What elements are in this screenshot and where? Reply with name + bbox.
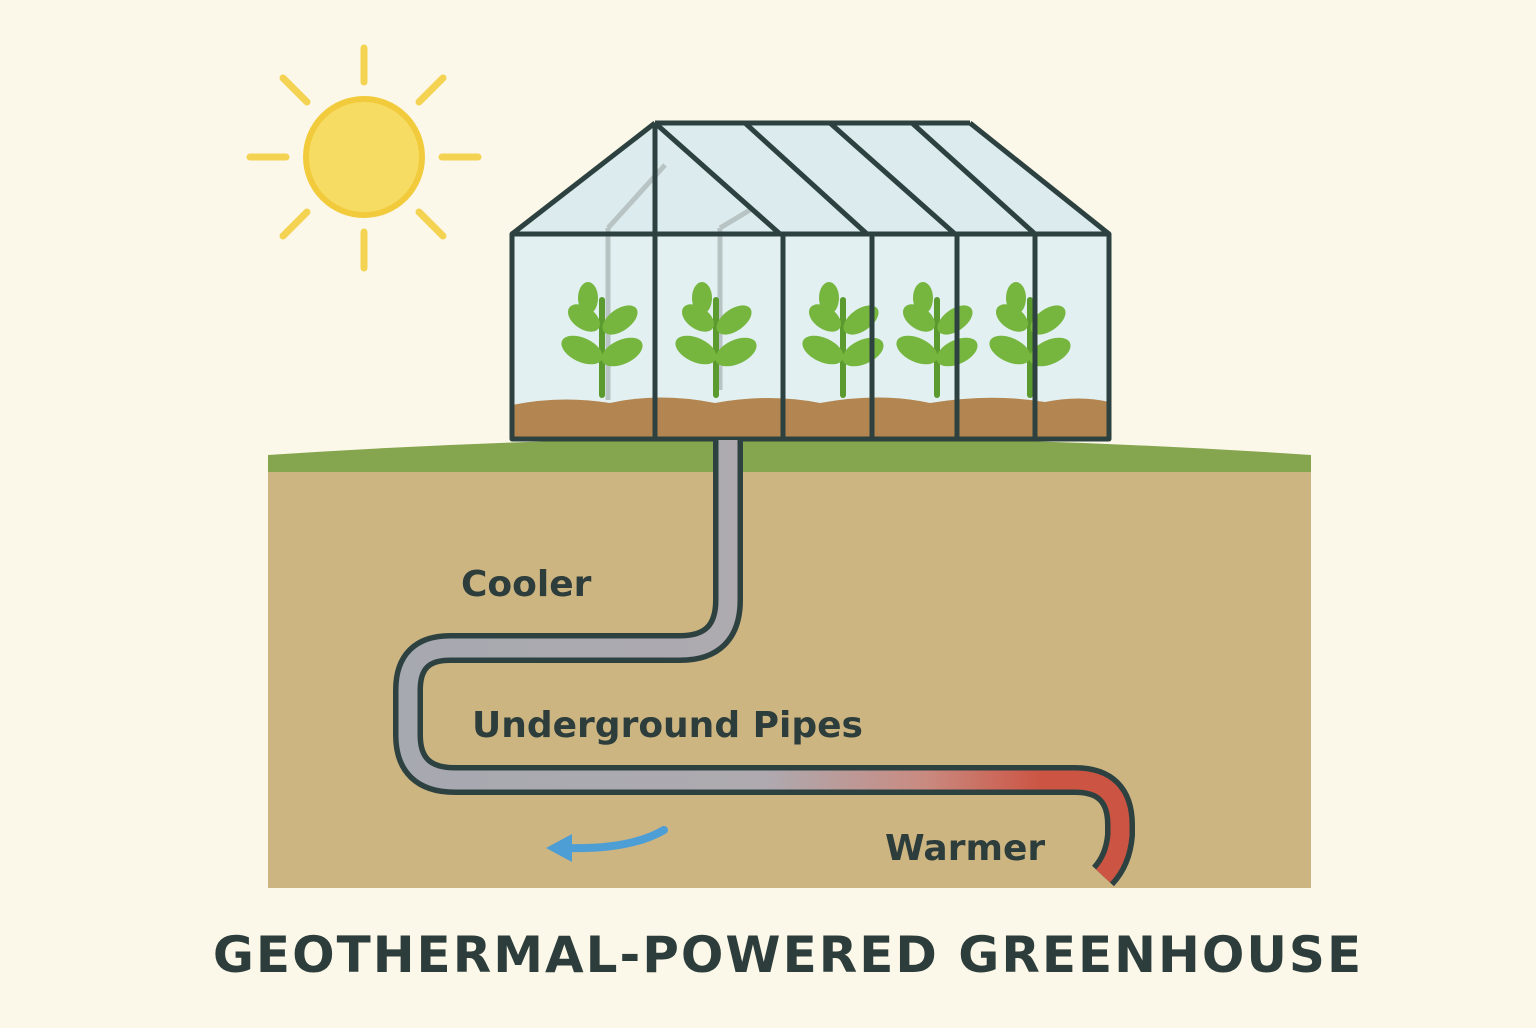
underground-pipe (393, 440, 1135, 887)
flow-direction-arrow-icon (546, 826, 668, 862)
diagram-title: GEOTHERMAL-POWERED GREENHOUSE (213, 926, 1363, 984)
cooler-label: Cooler (461, 564, 592, 605)
warmer-label: Warmer (885, 828, 1045, 869)
plant-icon (675, 282, 757, 398)
plant-icon (989, 282, 1071, 398)
greenhouse (509, 120, 1112, 442)
ground-cross-section (268, 437, 1311, 888)
underground-pipes-label: Underground Pipes (472, 705, 863, 746)
plant-icon (561, 282, 643, 398)
sun-icon (246, 44, 482, 272)
